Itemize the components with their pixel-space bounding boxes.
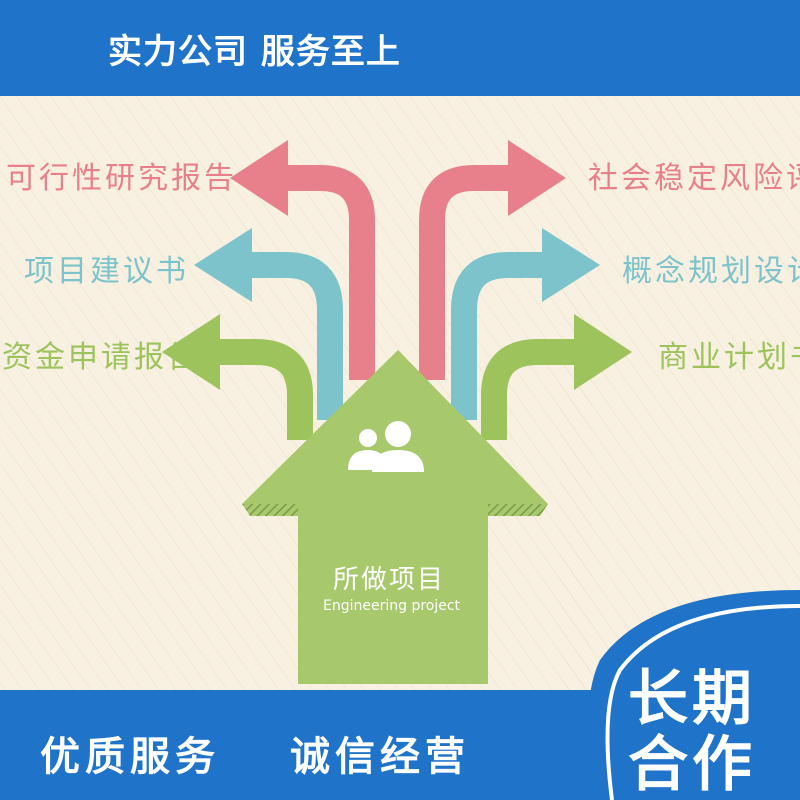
teal-arrows	[246, 252, 548, 420]
left-item-feasibility: 可行性研究报告	[6, 161, 237, 196]
right-item-planning: 概念规划设计	[622, 254, 800, 289]
header-tab	[0, 0, 800, 96]
center-title: 所做项目	[333, 565, 446, 595]
badge-bg	[587, 590, 800, 800]
left-item-funding: 资金申请报告	[2, 340, 200, 375]
right-item-business-plan: 商业计划书	[658, 340, 800, 375]
center-arrow	[242, 350, 548, 684]
badge-line-1: 长期	[628, 664, 756, 734]
pink-arrowhead-left	[230, 140, 288, 216]
people-icon	[348, 421, 424, 472]
green-arrows	[216, 339, 578, 440]
green-arrowhead-right	[574, 314, 632, 390]
header-slogan: 实力公司 服务至上	[108, 32, 401, 72]
pink-arrowhead-right	[508, 140, 566, 216]
right-item-risk: 社会稳定风险评估	[588, 161, 800, 196]
center-subtitle: Engineering project	[323, 598, 461, 614]
badge-line-2: 合作	[628, 730, 756, 800]
footer-slogan-1: 优质服务	[40, 734, 220, 780]
left-item-proposal: 项目建议书	[24, 254, 189, 289]
footer-slogan-2: 诚信经营	[290, 734, 470, 780]
pink-arrows	[280, 165, 512, 380]
green-arrowhead-left	[162, 314, 220, 390]
teal-arrowhead-left	[194, 228, 252, 302]
teal-arrowhead-right	[542, 228, 600, 302]
